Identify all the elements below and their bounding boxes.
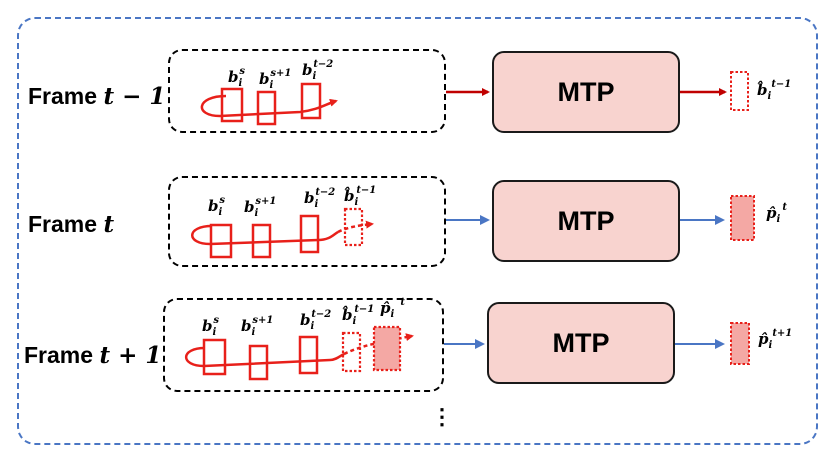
mtp-module-frame-t-minus-1: MTP	[492, 51, 680, 133]
trajectory-frame-t	[191, 207, 374, 259]
label-b-s-plus-1: bis+1	[259, 68, 292, 91]
frame-word: Frame	[28, 83, 98, 109]
box-b-s-plus-1	[248, 344, 269, 381]
trajectory-frame-t-plus-1	[185, 325, 414, 381]
outer-dashed-container	[17, 17, 818, 445]
track-box-frame-t	[168, 176, 446, 267]
label-b-t-minus-2: bit−2	[300, 309, 332, 332]
mtp-label: MTP	[557, 76, 615, 107]
mtp-module-frame-t: MTP	[492, 180, 680, 262]
label-b-t-minus-2: bit−2	[304, 187, 336, 210]
box-b-s	[209, 223, 233, 259]
box-b-s-plus-1	[256, 90, 277, 126]
box-b-s	[202, 338, 227, 376]
box-b-s-plus-1	[251, 223, 272, 259]
frame-var: t + 1	[99, 342, 162, 369]
frame-label-t-minus-1: Frame t − 1	[28, 83, 165, 110]
label-b-s-plus-1: bis+1	[244, 196, 277, 219]
output-box-p-hat-t	[730, 195, 755, 241]
track-box-frame-t-minus-1	[168, 49, 446, 133]
track-box-frame-t-plus-1	[163, 298, 444, 392]
frame-label-t: Frame t	[28, 211, 114, 238]
label-p-hat-t: p̂it	[380, 297, 405, 320]
box-b-hat-t-minus-1	[341, 331, 362, 373]
output-box-p-hat-t-plus-1	[730, 322, 750, 365]
frame-var: t − 1	[103, 83, 166, 110]
label-b-hat-t-minus-1: b̂it−1	[342, 304, 375, 327]
trajectory-frame-t-minus-1	[200, 82, 338, 126]
mtp-label: MTP	[552, 327, 610, 358]
output-box-b-hat	[730, 71, 749, 111]
label-b-t-minus-2: bit−2	[302, 59, 334, 82]
box-b-t-minus-2	[300, 82, 322, 120]
label-b-hat-t-minus-1: b̂it−1	[344, 185, 377, 208]
output-label-p-hat-t: p̂it	[766, 202, 787, 225]
frame-var: t	[103, 211, 115, 238]
vertical-ellipsis: ⋮	[431, 404, 453, 429]
output-label-p-hat-t-plus-1: p̂it+1	[758, 328, 793, 351]
label-b-s: bis	[208, 195, 225, 218]
label-b-s: bis	[202, 315, 219, 338]
output-label-b-hat-t-minus-1: b̂it−1	[757, 79, 792, 102]
label-b-s: bis	[228, 66, 245, 89]
mtp-module-frame-t-plus-1: MTP	[487, 302, 675, 384]
box-b-t-minus-2	[299, 214, 320, 254]
label-b-s-plus-1: bis+1	[241, 315, 274, 338]
box-b-s	[220, 87, 244, 123]
mtp-label: MTP	[557, 205, 615, 236]
frame-word: Frame	[24, 342, 94, 368]
box-b-t-minus-2	[298, 335, 319, 375]
frame-label-t-plus-1: Frame t + 1	[24, 342, 161, 369]
frame-word: Frame	[28, 211, 98, 237]
box-b-hat-t-minus-1	[343, 207, 364, 247]
box-p-hat-t	[372, 325, 402, 372]
